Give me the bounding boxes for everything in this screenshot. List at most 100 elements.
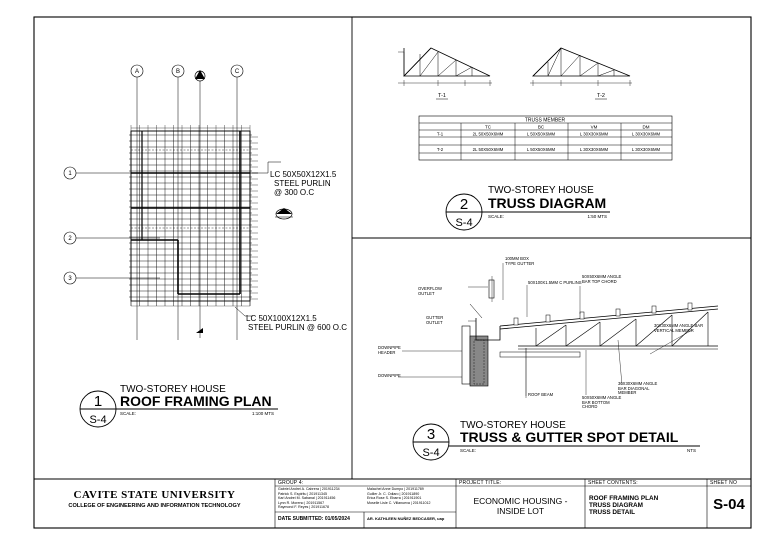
svg-text:TRUSS DIAGRAM: TRUSS DIAGRAM [488,195,606,211]
detail-leaders [398,263,693,398]
svg-text:L 50X50X6MM: L 50X50X6MM [527,132,556,137]
svg-text:BC: BC [538,125,545,130]
sheet-contents-item: ROOF FRAMING PLAN [589,495,659,502]
project-title: ECONOMIC HOUSING - INSIDE LOT [456,496,585,516]
svg-text:TWO-STOREY HOUSE: TWO-STOREY HOUSE [460,420,566,431]
label-c-purlins: 50X100X1.5MM C PURLINS [528,280,582,285]
grid-row-3: 3 [63,271,77,285]
svg-text:3: 3 [68,276,72,282]
truss-member-table: TRUSS MEMBER TC BC VM DM T-1 2L 50X50X6M… [418,115,673,161]
member: Malachel Anne Dumpo | 201911789 [367,487,424,491]
svg-text:S-4: S-4 [422,447,439,459]
member: Patrick S. Espiritu | 201911345 [278,491,328,496]
svg-text:L 30X30X6MM: L 30X30X6MM [632,147,661,152]
label-box-gutter: 100MM BOX TYPE GUTTER [505,256,535,266]
view-2-title: 2 S-4 TWO-STOREY HOUSE TRUSS DIAGRAM SCA… [445,185,610,231]
grid-col-b: B [171,64,185,78]
svg-text:2L 50X50X6MM: 2L 50X50X6MM [473,147,504,152]
group-label: GROUP 4: [278,480,304,486]
label-top-chord: 50X50X6MM ANGLE BAR TOP CHORD [582,274,622,284]
svg-text:T-1: T-1 [438,93,446,99]
members-right: Malachel Anne Dumpo | 201911789 Guiller … [367,487,455,505]
member: Raymond F. Reyes | 201911678 [278,505,330,510]
member: Erica Rose S. Ebarra | 201911901 [367,496,422,501]
svg-text:TRUSS MEMBER: TRUSS MEMBER [525,118,566,124]
svg-text:2: 2 [68,236,72,242]
label-bottom-chord: 50X50X6MM ANGLE BAR BOTTOM CHORD [582,395,622,410]
member: Gabriel Andrei A. Cabrera | 201911234 [278,487,340,491]
svg-text:TWO-STOREY HOUSE: TWO-STOREY HOUSE [120,384,226,395]
svg-text:T-2: T-2 [597,93,605,99]
svg-text:STEEL PURLIN: STEEL PURLIN [274,179,331,188]
member: Guiller Jr. C. Odiaro | 201911890 [367,491,420,496]
svg-text:2: 2 [460,196,468,213]
svg-text:1:50 MTS: 1:50 MTS [587,214,607,219]
project-title-line: INSIDE LOT [496,506,545,516]
gutter-detail-drawing [461,276,719,396]
titleblock-grid [274,479,751,528]
svg-text:2L 50X50X6MM: 2L 50X50X6MM [473,132,504,137]
svg-text:TC: TC [485,125,492,130]
members-left: Gabriel Andrei A. Cabrera | 201911234 Pa… [278,487,364,510]
svg-text:STEEL PURLIN @ 600 O.C: STEEL PURLIN @ 600 O.C [248,323,347,332]
svg-text:S-4: S-4 [89,414,106,426]
svg-text:L 30X30X6MM: L 30X30X6MM [580,147,609,152]
label-diagonal-member: 30X30X6MM ANGLE BAR DIAGONAL MEMBER [618,381,658,396]
sheet-border [33,16,752,529]
sheet-no-label: SHEET NO [710,480,738,486]
svg-text:LC 50X50X12X1.5: LC 50X50X12X1.5 [270,170,337,179]
svg-text:SCALE:: SCALE: [120,411,136,416]
svg-text:T-1: T-1 [437,132,444,137]
label-gutter-outlet: GUTTER OUTLET [426,315,444,325]
svg-text:ROOF FRAMING PLAN: ROOF FRAMING PLAN [120,393,272,409]
grid-col-a: A [130,64,144,78]
svg-text:A: A [135,69,139,75]
sheet-contents-label: SHEET CONTENTS: [588,480,638,486]
svg-text:LC 50X100X12X1.5: LC 50X100X12X1.5 [246,314,317,323]
label-overflow-outlet: OVERFLOW OUTLET [418,286,442,296]
svg-text:SCALE:: SCALE: [460,448,476,453]
grid-row-1: 1 [63,166,77,180]
svg-text:VM: VM [591,125,598,130]
section-marker-bottom [196,328,203,333]
grid-col-c: C [230,64,244,78]
svg-text:TWO-STOREY HOUSE: TWO-STOREY HOUSE [488,185,594,196]
truss-t2: T-2 [530,47,632,100]
svg-text:DM: DM [643,125,650,130]
section-marker-right [275,208,293,220]
roof-framing-plan [76,77,258,340]
member: Moselle Lisle C. Villanueva | 201911012 [367,500,431,505]
project-title-label: PROJECT TITLE: [459,480,502,486]
date-submitted: DATE SUBMITTED: 01/05/2024 [278,516,350,522]
svg-text:NTS: NTS [687,448,696,453]
college-name: COLLEGE OF ENGINEERING AND INFORMATION T… [68,503,241,509]
svg-text:B: B [176,69,180,75]
label-downpipe: DOWNPIPE [378,373,401,378]
svg-text:C: C [235,69,240,75]
view-3-title: 3 S-4 TWO-STOREY HOUSE TRUSS & GUTTER SP… [412,420,700,461]
sheet-contents: ROOF FRAMING PLAN TRUSS DIAGRAM TRUSS DE… [589,495,705,517]
svg-text:SCALE:: SCALE: [488,214,504,219]
section-marker-top [194,70,206,82]
label-roof-beam: ROOF BEAM [528,392,554,397]
label-downpipe-header: DOWNPIPE HEADER [378,345,401,355]
view-1-title: 1 S-4 TWO-STOREY HOUSE ROOF FRAMING PLAN… [79,384,278,428]
svg-text:L 30X30X6MM: L 30X30X6MM [580,132,609,137]
svg-text:1: 1 [94,393,102,410]
svg-text:S-4: S-4 [455,217,472,229]
member: Karl Andrei M. Sabanal | 201911456 [278,496,336,501]
purlin-callout-top: LC 50X50X12X1.5 STEEL PURLIN @ 300 O.C [252,161,337,197]
purlin-callout-bottom: LC 50X100X12X1.5 STEEL PURLIN @ 600 O.C [234,306,347,332]
sheet-number: S-04 [713,496,745,513]
svg-text:T-2: T-2 [437,147,444,152]
sheet-contents-item: TRUSS DETAIL [589,509,636,517]
svg-text:L 50X50X6MM: L 50X50X6MM [527,147,556,152]
svg-text:@ 300 O.C: @ 300 O.C [274,188,314,197]
grid-row-2: 2 [63,231,77,245]
university-name: CAVITE STATE UNIVERSITY [73,489,236,501]
svg-text:TRUSS & GUTTER SPOT DETAIL: TRUSS & GUTTER SPOT DETAIL [460,429,679,445]
project-title-line: ECONOMIC HOUSING - [473,496,568,506]
svg-text:L 30X30X6MM: L 30X30X6MM [632,132,661,137]
svg-text:1: 1 [68,171,72,177]
